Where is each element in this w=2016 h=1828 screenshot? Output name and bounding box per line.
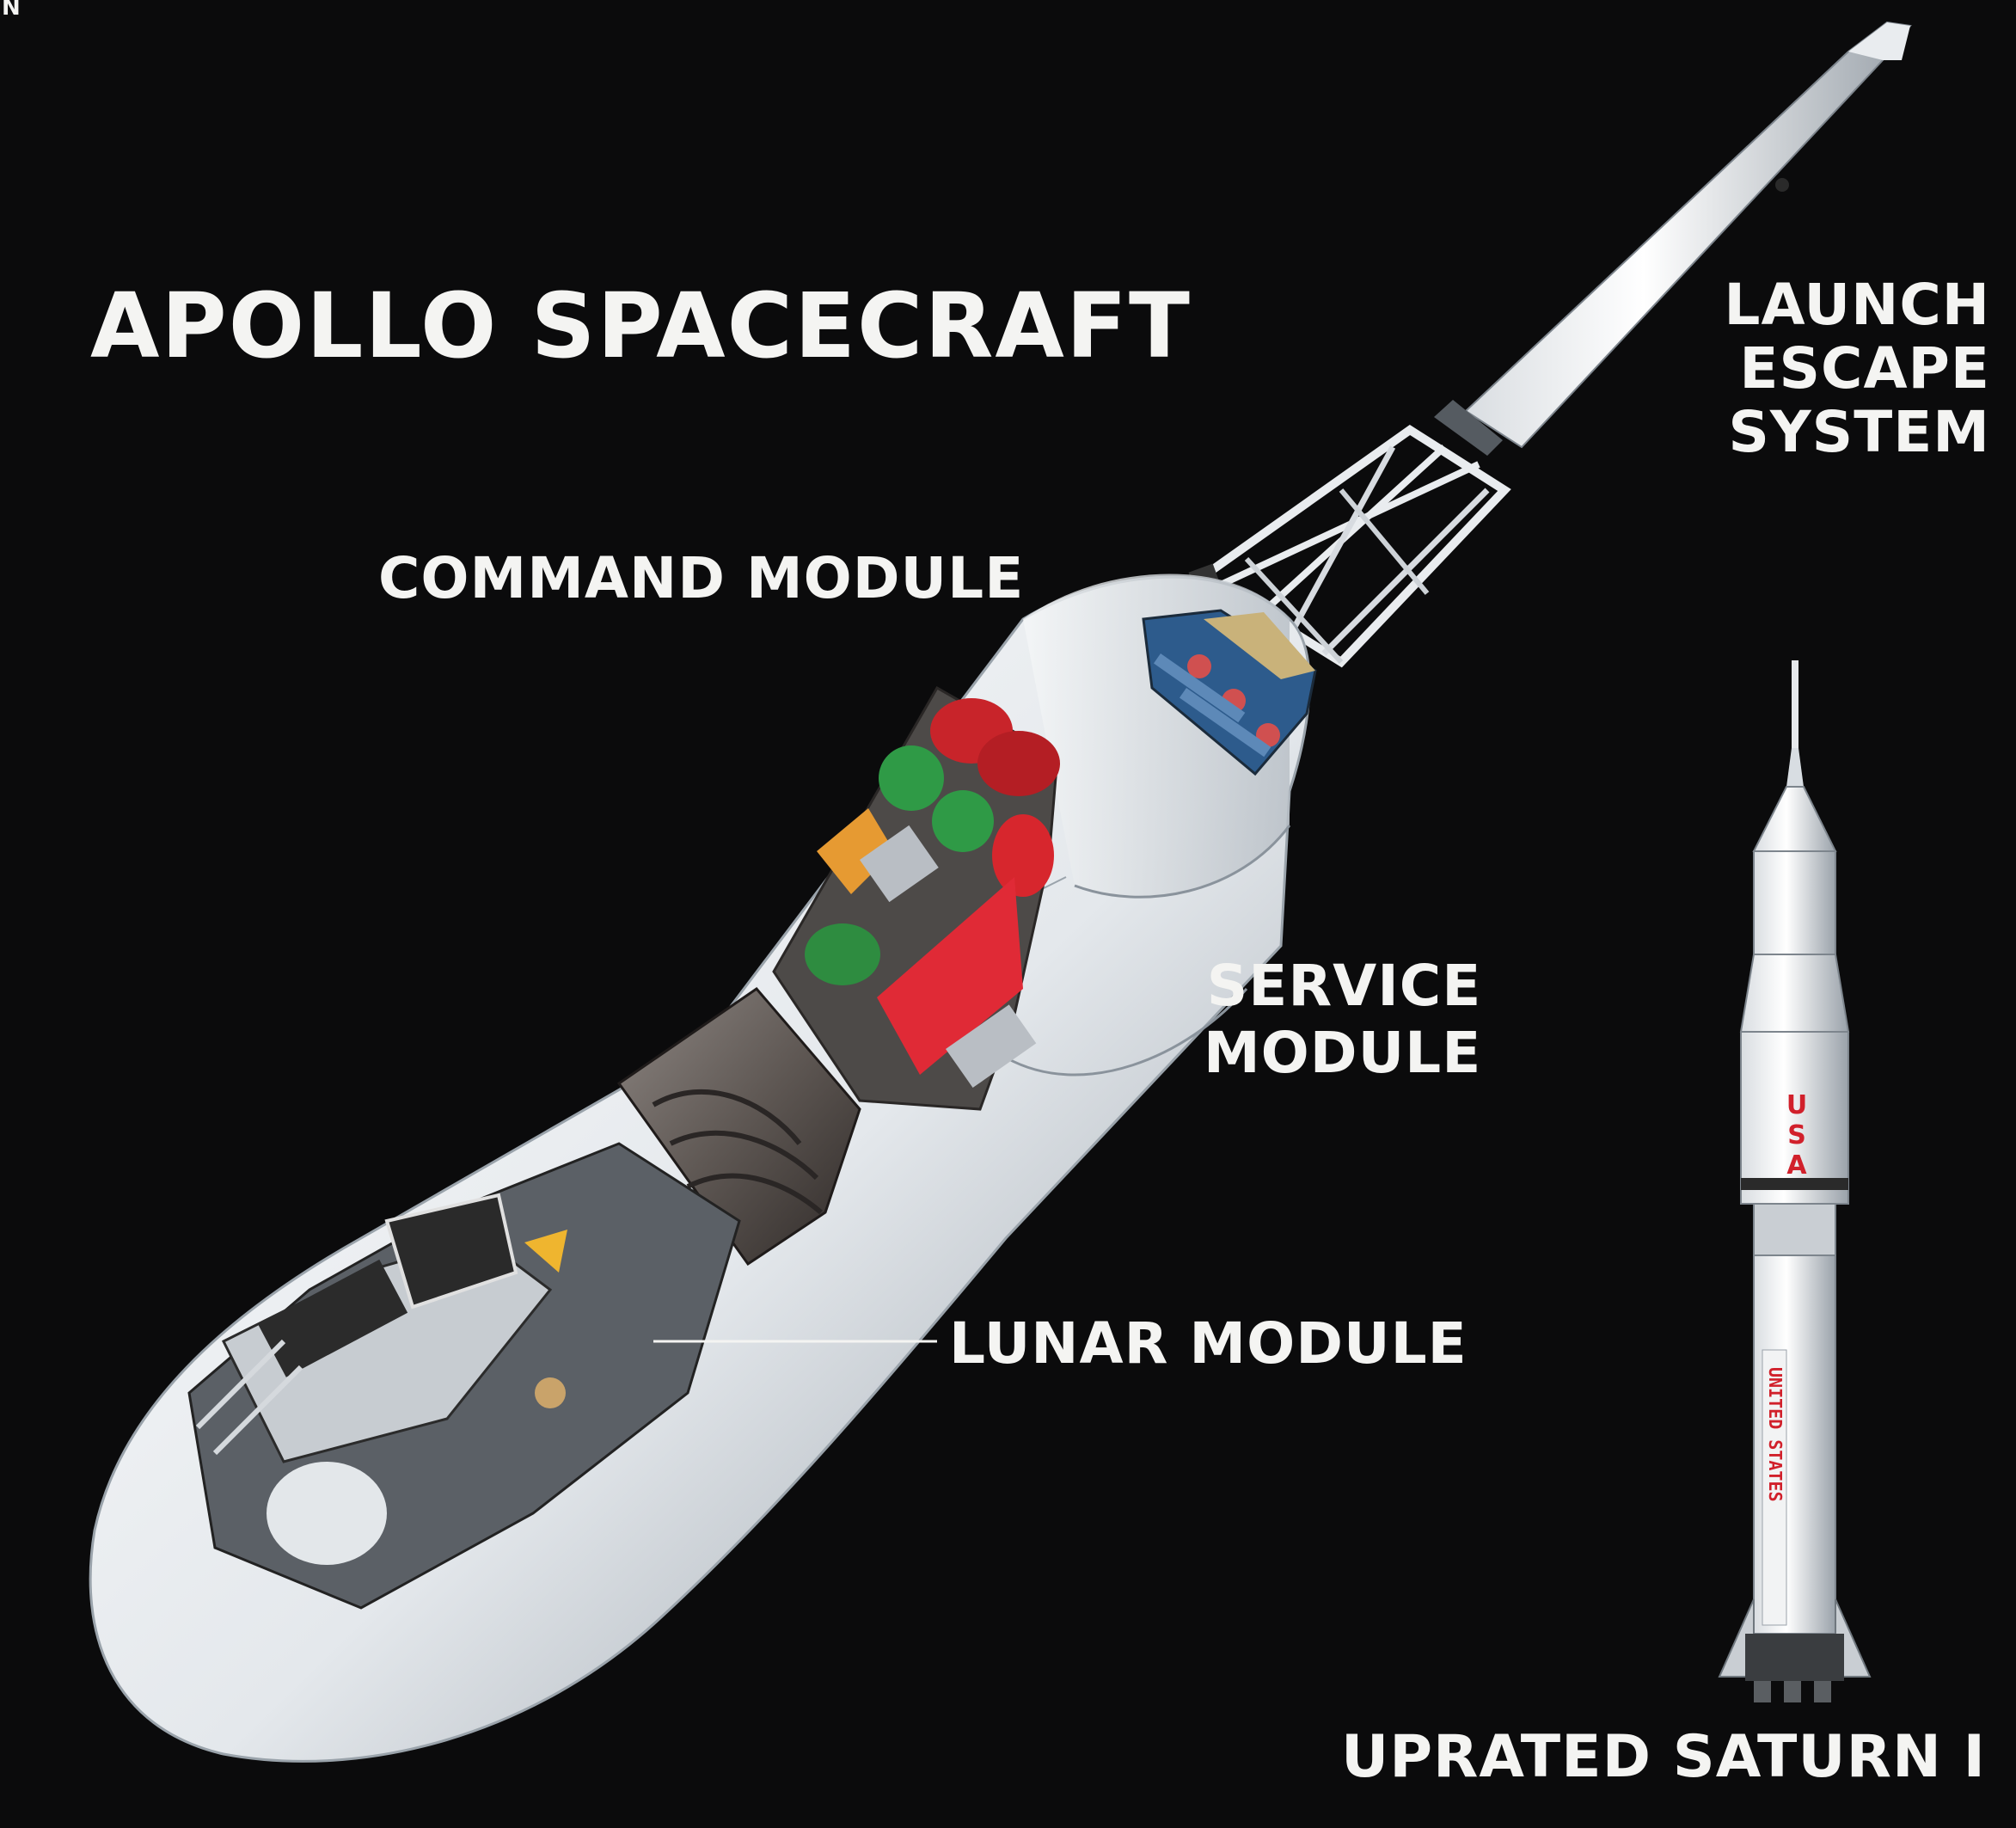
label-launch-escape-system: LAUNCH ESCAPE SYSTEM: [1724, 273, 1990, 464]
label-command-module: COMMAND MODULE: [378, 545, 1025, 611]
launch-escape-tower: [1188, 21, 1912, 668]
label-line: SERVICE: [1206, 953, 1482, 1019]
label-uprated-saturn: UPRATED SATURN I: [1341, 1723, 1986, 1791]
service-module-cutaway: [772, 685, 1060, 1111]
saturn-rocket: U S A UNITED STATES: [1718, 660, 1872, 1702]
label-line: LAUNCH: [1724, 272, 1990, 338]
crew-compartment-cutaway: [1142, 609, 1317, 776]
usa-letter-a: A: [1786, 1150, 1807, 1181]
united-states-marking: UNITED STATES: [1765, 1367, 1786, 1502]
label-line: MODULE: [1204, 1020, 1482, 1086]
label-lunar-module: LUNAR MODULE: [949, 1310, 1468, 1377]
label-service-module: SERVICE MODULE: [1204, 953, 1481, 1087]
corner-mark: N: [2, 0, 21, 21]
apollo-stack: [89, 21, 1912, 1763]
usa-letter-u: U: [1786, 1090, 1807, 1120]
engine-nozzle: [616, 987, 861, 1267]
page-title: APOLLO SPACECRAFT: [90, 273, 1192, 378]
lunar-module-cutaway: [187, 1142, 741, 1610]
label-line: SYSTEM: [1728, 399, 1990, 465]
label-line: ESCAPE: [1739, 335, 1990, 402]
usa-letter-s: S: [1787, 1120, 1806, 1150]
